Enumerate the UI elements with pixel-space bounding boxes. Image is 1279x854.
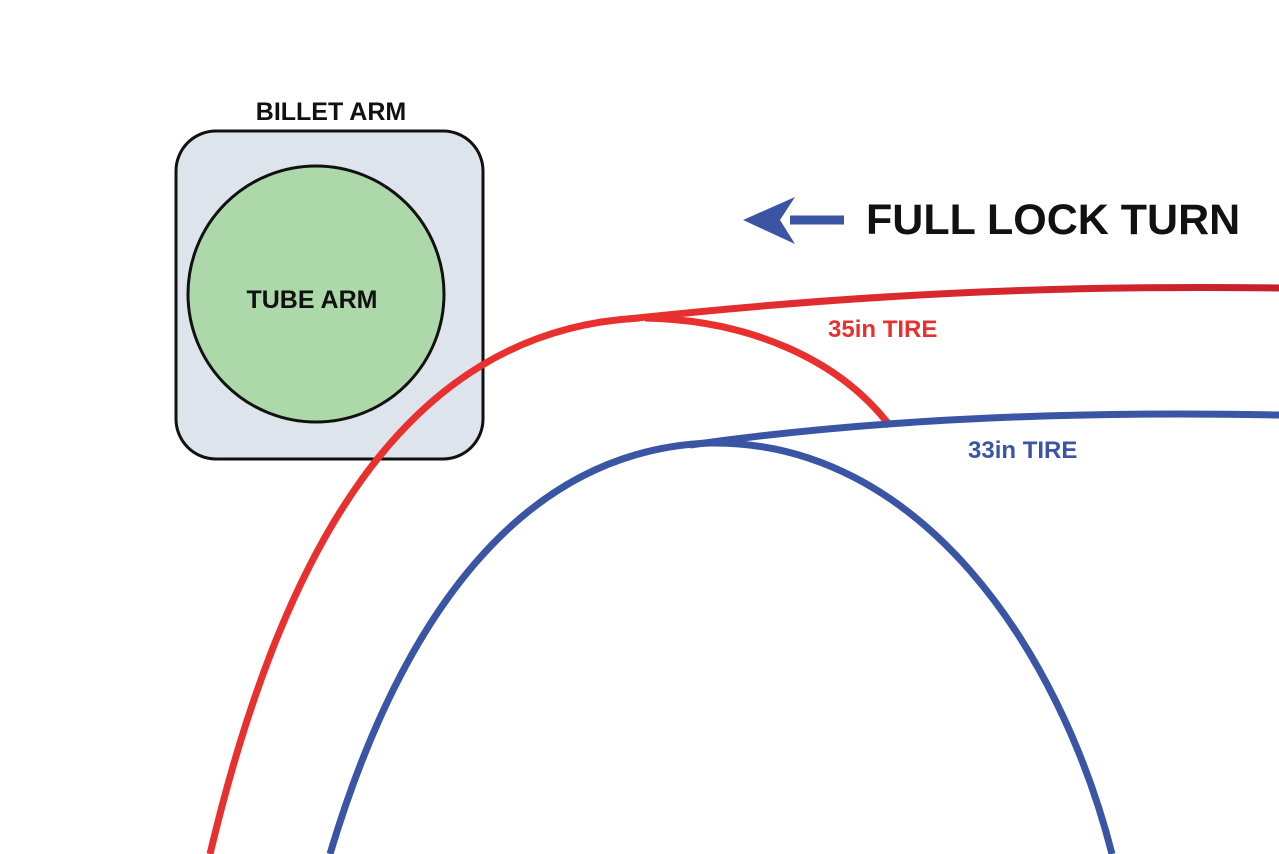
billet-arm-label: BILLET ARM (256, 98, 406, 126)
tube-arm-label: TUBE ARM (246, 286, 377, 314)
tire-35-top-path (627, 283, 1279, 323)
tire-35-label: 35in TIRE (828, 316, 937, 343)
tube-arm-shape (186, 164, 446, 424)
full-lock-turn-title: FULL LOCK TURN (866, 196, 1240, 244)
tire-33-label: 33in TIRE (968, 437, 1077, 464)
tire-33-outer-path (326, 439, 711, 854)
tire-33-top-path (689, 410, 1279, 449)
tire-33-inner-arc (709, 439, 1116, 854)
tire-35-outer-path (206, 314, 641, 854)
arrow-left-icon (743, 197, 795, 244)
tire-35-inner-arc (644, 314, 893, 429)
